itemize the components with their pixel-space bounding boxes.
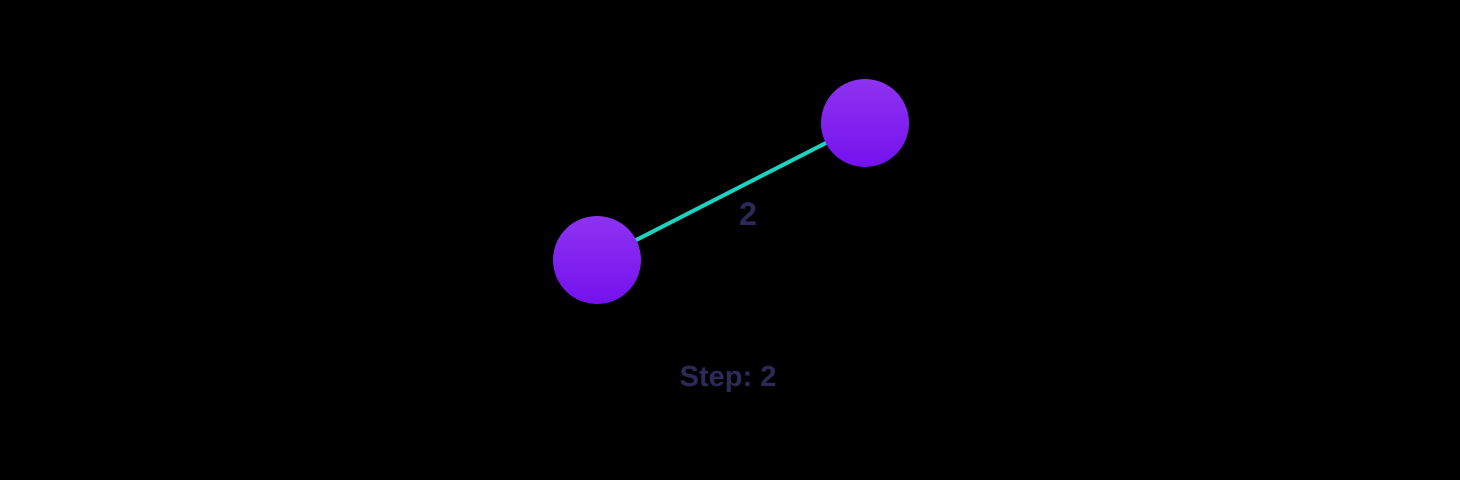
graph-node bbox=[553, 216, 641, 304]
edge-weight-label: 2 bbox=[739, 196, 757, 232]
graph-edge bbox=[596, 121, 866, 262]
step-label: Step: 2 bbox=[680, 361, 777, 393]
graph-node bbox=[821, 79, 909, 167]
